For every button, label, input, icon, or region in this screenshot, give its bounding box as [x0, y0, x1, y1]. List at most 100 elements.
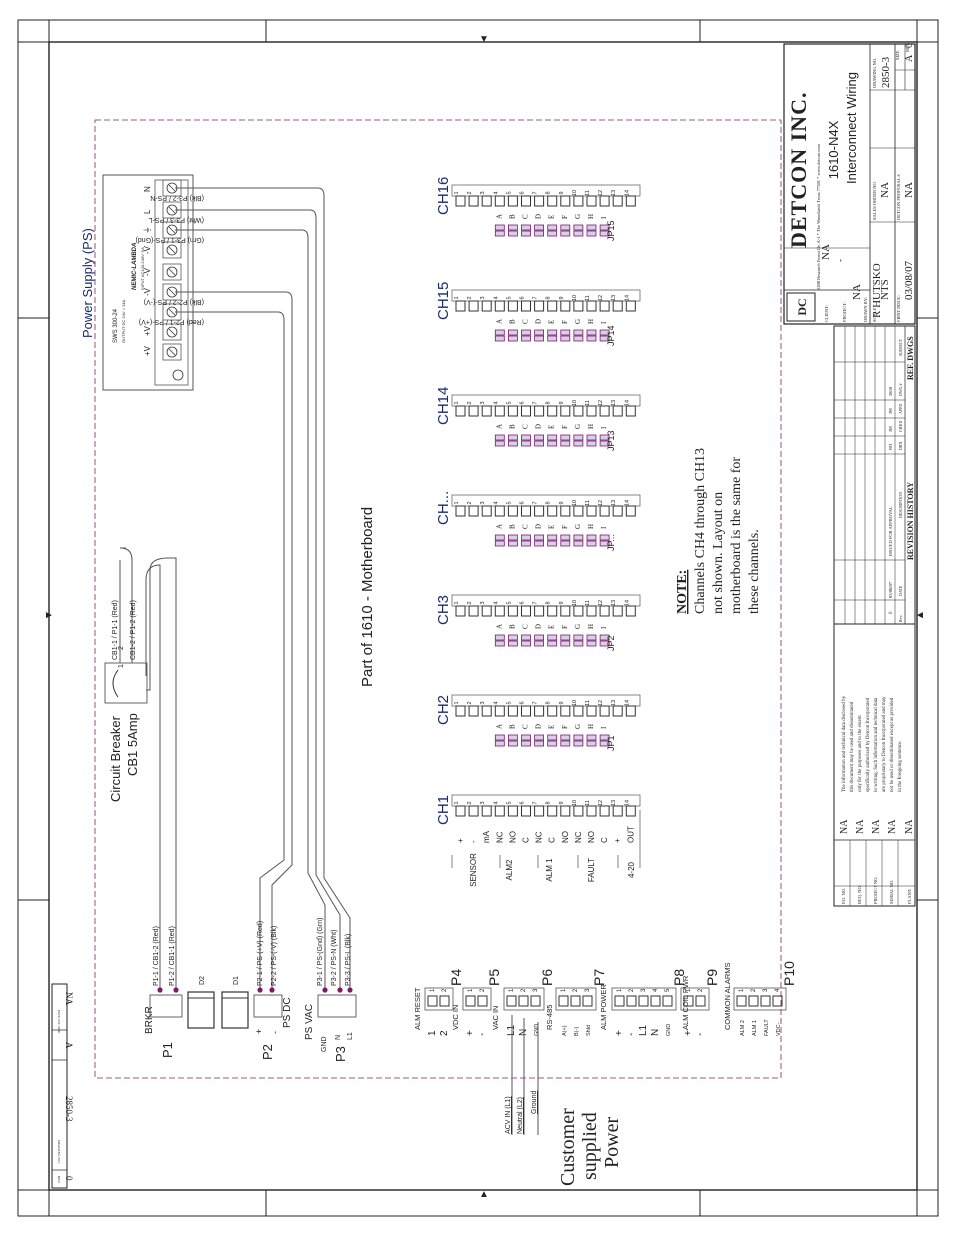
ch1-group-label: SENSOR — [469, 853, 478, 887]
first-issue-label: FIRST ISSUE: — [896, 295, 901, 322]
breaker-wiring — [145, 557, 177, 990]
header-name: P7 — [591, 969, 607, 986]
jumper-letter: B — [508, 724, 516, 729]
channel-title: CH15 — [435, 282, 452, 320]
channel-terminal — [521, 195, 531, 207]
col-appd: APPD — [898, 404, 903, 414]
channel-terminal — [612, 705, 623, 717]
ref-dwgs-heading: REF. DWGS — [906, 336, 915, 380]
ps-terminal-screw-icon — [166, 346, 178, 358]
jumper-pad — [547, 734, 558, 741]
header-label: ALM RESET — [413, 987, 422, 1030]
header-pin-number: 2 — [751, 988, 757, 992]
note-line-4: these channels. — [747, 529, 762, 614]
terminal-number: 7 — [533, 191, 539, 194]
channel-terminal — [455, 405, 466, 417]
jumper-pad — [586, 230, 597, 237]
frame-mark-top: ▼ — [479, 34, 489, 45]
note-line-3: motherboard is the same for — [729, 457, 744, 614]
ch1-terminal-label: NC — [495, 831, 504, 843]
p1-wire-label-2: P1-2 / CB1-1 (Red) — [169, 926, 176, 986]
channel-terminal — [494, 705, 505, 717]
header-label: VAC IN — [491, 1006, 500, 1030]
jumper-pad — [547, 640, 558, 647]
jumper-letter: E — [548, 215, 556, 219]
header-name: P10 — [781, 961, 797, 986]
jumper-pad — [521, 335, 531, 342]
terminal-number: 7 — [533, 701, 539, 704]
ps-terminal-label: ⏚ — [143, 226, 152, 234]
channel-terminal — [455, 505, 466, 517]
channel-terminal — [455, 805, 466, 817]
col-rev: Rev. — [898, 615, 903, 622]
header-pin-label: B(-) — [574, 1027, 580, 1036]
terminal-number: 12 — [598, 800, 604, 806]
jumper-pad — [507, 434, 518, 441]
jumper-pad — [560, 740, 571, 747]
ps-terminal-screw-icon — [166, 326, 178, 338]
client-label: CLIENT: — [824, 305, 829, 322]
header-pin-number: 1 — [561, 988, 567, 992]
jumper-letter: F — [561, 525, 569, 529]
jumper-pad — [599, 434, 610, 441]
channel-terminal — [599, 705, 610, 717]
ps-terminal-screw-icon — [166, 244, 178, 256]
jumper-pad — [494, 440, 505, 447]
channel-terminal — [507, 705, 518, 717]
rev-row-chkd: JM — [888, 426, 893, 432]
terminal-number: 2 — [467, 191, 473, 194]
jumper-pad — [534, 335, 544, 342]
jumper-pad — [534, 230, 544, 237]
p3-pin-n: N — [335, 1035, 342, 1040]
motherboard-title: Part of 1610 - Motherboard — [359, 507, 376, 687]
terminal-number: 3 — [480, 296, 486, 299]
ps-ground-icon — [172, 369, 184, 381]
p1-name: P1 — [160, 1042, 175, 1058]
jumper-label: JP1 — [606, 735, 616, 751]
customer-power-title-1: Customer — [557, 1108, 579, 1186]
terminal-number: 10 — [572, 600, 578, 606]
channel-terminal — [494, 405, 505, 417]
jumper-pad — [573, 534, 584, 541]
channel-terminal — [468, 195, 479, 207]
terminal-number: 1 — [454, 801, 460, 804]
header-pin — [662, 995, 673, 1007]
channel-terminal — [625, 300, 636, 312]
jumper-letter: C — [522, 319, 530, 324]
channel-terminal — [599, 505, 610, 517]
frame-mark-bottom: ▲ — [479, 1189, 489, 1200]
channel-terminal — [455, 300, 466, 312]
small-block-drawing-no: 2850-3 — [64, 1096, 74, 1122]
jumper-pad — [507, 634, 518, 641]
col-drn: DRN — [898, 441, 903, 450]
req-no-label: REQ. NO. — [857, 885, 862, 904]
channel-terminal — [612, 300, 623, 312]
disclaimer-line-8: in the foregoing sentence. — [898, 740, 903, 792]
terminal-number: 6 — [520, 296, 526, 299]
jumper-letter: A — [495, 724, 503, 729]
terminal-number: 6 — [520, 601, 526, 604]
proposal-label: DETCON PROPOSAL # — [896, 174, 901, 220]
jumper-pad — [547, 335, 558, 342]
header-label: ALM COIL PWR — [681, 975, 690, 1030]
rev-row-appd: JM — [888, 408, 893, 414]
serial-no-label: SERIAL NO. — [889, 880, 894, 904]
jumper-pad — [586, 734, 597, 741]
channel-terminal — [521, 705, 531, 717]
jumper-pad — [586, 540, 597, 547]
small-block-na: NA — [64, 992, 74, 1005]
channel-terminal — [481, 195, 492, 207]
header-pin-number: 1 — [617, 988, 623, 992]
header-pin — [772, 995, 783, 1007]
channel-terminal — [573, 805, 584, 817]
jumper-letter: C — [522, 724, 530, 729]
p3-pin-gnd: GND — [321, 1036, 328, 1052]
drawn-by-value: R HUTSKO — [871, 263, 883, 318]
ps-terminal-screw-icon — [166, 266, 178, 278]
